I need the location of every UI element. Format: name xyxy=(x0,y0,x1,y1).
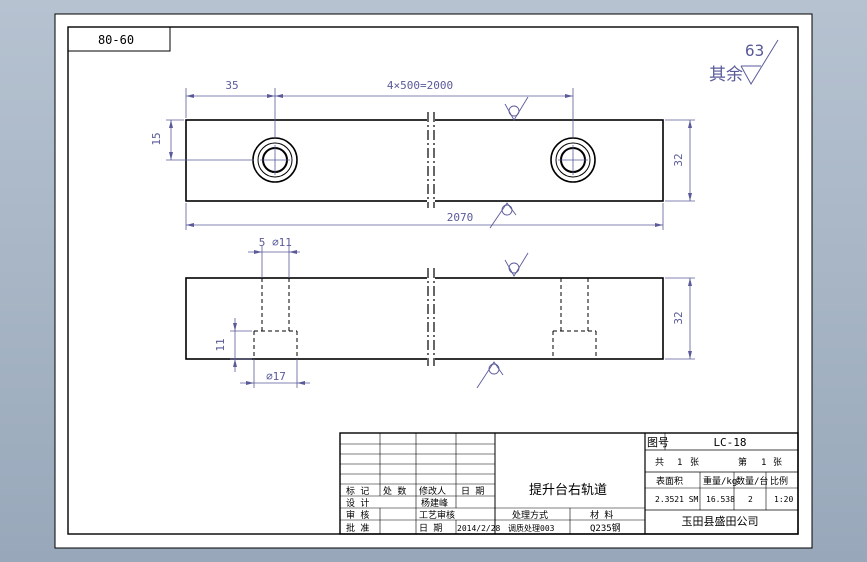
dim-side-right: 32 xyxy=(672,311,685,324)
roughness-value: 63 xyxy=(745,41,764,60)
dim-cbore-diameter: ⌀17 xyxy=(266,370,286,383)
tb-material-label: 材 料 xyxy=(590,509,613,521)
tb-total-unit: 张 xyxy=(690,457,699,468)
dim-depth: 11 xyxy=(214,338,227,351)
tb-company: 玉田县盛田公司 xyxy=(682,514,759,528)
hidden-hole-right xyxy=(552,278,597,359)
dim-top-total: 2070 xyxy=(447,211,474,224)
finish-mark xyxy=(489,96,529,229)
dim-hole-diameter: ⌀11 xyxy=(272,236,292,249)
tb-value-weight: 16.538 xyxy=(706,495,735,504)
hidden-hole-left xyxy=(253,278,298,359)
side-view: 5 ⌀11 ⌀17 11 32 xyxy=(185,236,695,389)
rail-side-outline xyxy=(185,277,664,360)
dim-top-left: 35 xyxy=(225,79,238,92)
dim-top-spacing: 4×500=2000 xyxy=(387,79,453,92)
tb-approve-label: 批 准 xyxy=(346,522,369,534)
tb-drawing-no-label: 图号 xyxy=(647,436,669,449)
tb-sheet-label: 第 xyxy=(738,456,747,468)
tb-part-name: 提升台右轨道 xyxy=(529,482,607,498)
tb-date-label: 日 期 xyxy=(419,523,442,534)
tb-sheet-value: 1 xyxy=(761,458,766,468)
tb-row-count: 处 数 xyxy=(383,485,406,497)
finish-mark-side xyxy=(476,252,529,389)
tb-header-weight: 重量/kg xyxy=(703,475,737,487)
tb-date-value: 2014/2/28 xyxy=(457,524,501,533)
code-label: 80-60 xyxy=(98,33,134,47)
dim-top-right: 32 xyxy=(672,153,685,166)
dim-counterbore: 5 xyxy=(259,236,266,249)
code-box xyxy=(67,26,171,52)
tb-total-value: 1 xyxy=(677,458,682,468)
tb-value-scale: 1:20 xyxy=(774,495,793,504)
tb-header-qty: 数量/台 xyxy=(736,475,768,487)
tb-row-date: 日 期 xyxy=(461,486,484,497)
tb-value-area: 2.3521 SM xyxy=(655,495,699,504)
tb-treatment-value: 调质处理003 xyxy=(508,523,555,533)
rail-top-outline xyxy=(185,119,664,202)
tb-header-area: 表面积 xyxy=(656,475,683,487)
tb-material-value: Q235钢 xyxy=(590,522,621,534)
tb-total-label: 共 xyxy=(655,457,664,468)
tb-value-qty: 2 xyxy=(748,495,753,504)
tb-header-scale: 比例 xyxy=(770,475,788,487)
tb-process-label: 工艺审核 xyxy=(419,509,455,521)
tb-review-label: 审 核 xyxy=(346,509,369,521)
tb-treatment-label: 处理方式 xyxy=(512,509,548,521)
dim-top-height: 15 xyxy=(150,132,163,145)
roughness-symbol xyxy=(740,39,779,85)
tb-design-label: 设 计 xyxy=(346,497,369,509)
roughness-label: 其余 xyxy=(709,65,743,85)
tb-row-mark: 标 记 xyxy=(346,485,369,497)
tb-sheet-unit: 张 xyxy=(773,457,782,468)
title-block xyxy=(339,432,799,535)
tb-drawing-no: LC-18 xyxy=(713,436,746,449)
tb-designer: 杨建峰 xyxy=(421,497,448,509)
tb-row-change: 修改人 xyxy=(419,485,446,497)
top-view: 35 4×500=2000 2070 15 32 xyxy=(150,79,695,230)
